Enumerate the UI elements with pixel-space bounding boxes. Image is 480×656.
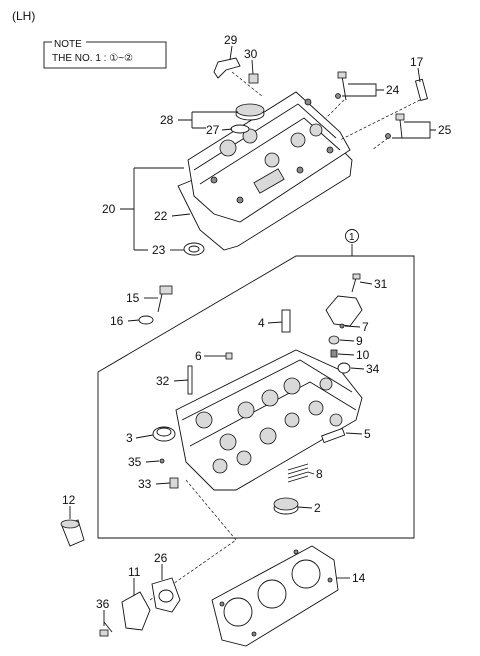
callout-33: 33 bbox=[138, 477, 152, 491]
assembly-number: 1 bbox=[349, 232, 355, 243]
callout-36: 36 bbox=[96, 597, 110, 611]
note-line: THE NO. 1 : ①~② bbox=[52, 53, 133, 64]
callout-11: 11 bbox=[128, 565, 141, 579]
callout-15: 15 bbox=[126, 291, 140, 305]
callout-24: 24 bbox=[386, 83, 400, 97]
callout-12: 12 bbox=[62, 493, 76, 507]
assembly-box: 1 bbox=[97, 229, 415, 539]
callout-17: 17 bbox=[410, 55, 424, 69]
callout-35: 35 bbox=[128, 455, 142, 469]
cylinder-head bbox=[175, 349, 363, 491]
callout-16: 16 bbox=[110, 314, 124, 328]
callouts: 29 30 17 24 28 27 25 20 22 23 31 15 bbox=[62, 33, 452, 626]
callout-28: 28 bbox=[160, 113, 174, 127]
note-title: NOTE bbox=[54, 39, 82, 50]
callout-4: 4 bbox=[258, 316, 265, 330]
callout-2: 2 bbox=[314, 501, 321, 515]
spark-plug-seal bbox=[183, 242, 205, 256]
rocker-cover bbox=[177, 91, 353, 251]
head-gasket bbox=[211, 545, 339, 647]
callout-6: 6 bbox=[195, 349, 202, 363]
oil-filler-cap bbox=[230, 103, 265, 134]
breather-hose bbox=[213, 57, 259, 84]
callout-20: 20 bbox=[102, 202, 116, 216]
callout-27: 27 bbox=[206, 123, 220, 137]
callout-3: 3 bbox=[126, 431, 133, 445]
side-label: (LH) bbox=[12, 9, 35, 23]
cup-plug bbox=[60, 519, 85, 547]
callout-30: 30 bbox=[244, 47, 258, 61]
callout-14: 14 bbox=[352, 571, 366, 585]
callout-7: 7 bbox=[362, 320, 369, 334]
callout-34: 34 bbox=[366, 362, 380, 376]
callout-5: 5 bbox=[364, 427, 371, 441]
cover-bolts bbox=[335, 71, 429, 139]
callout-31: 31 bbox=[374, 277, 388, 291]
callout-29: 29 bbox=[224, 33, 238, 47]
callout-10: 10 bbox=[356, 348, 370, 362]
water-outlet-cover bbox=[99, 577, 181, 637]
callout-26: 26 bbox=[154, 551, 168, 565]
callout-25: 25 bbox=[438, 123, 452, 137]
head-small-parts bbox=[138, 273, 363, 515]
callout-9: 9 bbox=[356, 334, 363, 348]
note-box: NOTE THE NO. 1 : ①~② bbox=[43, 37, 167, 69]
callout-32: 32 bbox=[156, 374, 170, 388]
callout-8: 8 bbox=[316, 467, 323, 481]
callout-23: 23 bbox=[152, 243, 166, 257]
callout-22: 22 bbox=[154, 209, 168, 223]
